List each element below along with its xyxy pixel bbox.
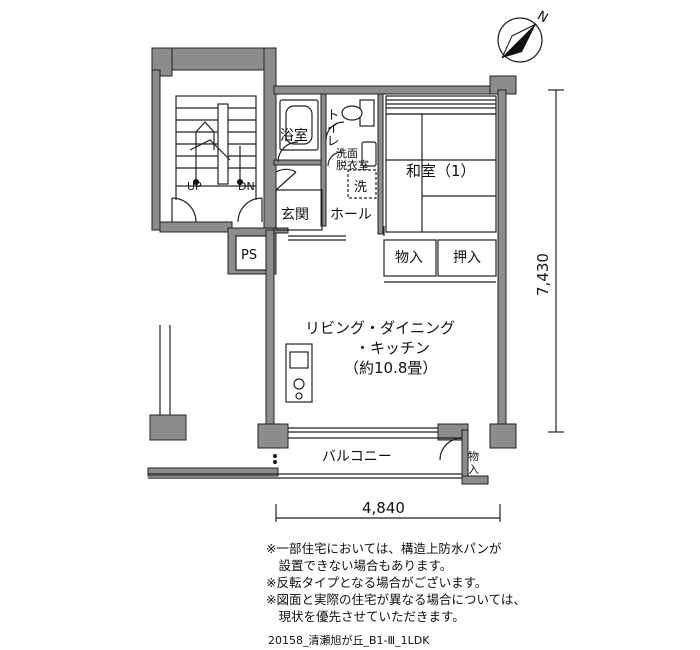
japanese-room-label: 和室（1） [406, 162, 476, 180]
note-line-2: 設置できない場合もあります。 [266, 558, 453, 573]
compass-north-label: N [534, 8, 550, 26]
note-line-3: ※反転タイプとなる場合がございます。 [266, 575, 488, 590]
compass-icon [497, 17, 543, 63]
balcony [148, 325, 463, 479]
dimension-height [548, 89, 564, 433]
toilet-fixture [325, 99, 375, 141]
dimension-height-label: 7,430 [534, 253, 552, 296]
kitchen [285, 343, 313, 403]
dimension-width-label: 4,840 [362, 499, 405, 517]
washroom-label-1: 洗面 [336, 147, 358, 160]
note-line-4: ※図面と実際の住宅が異なる場合については、 [266, 592, 526, 607]
bath-fixture [277, 99, 319, 163]
balcony-storage-label-1: 物 [468, 449, 479, 463]
entrance-label: 玄関 [281, 206, 309, 223]
stair-up-label: UP [187, 180, 202, 193]
note-line-1: ※一部住宅においては、構造上防水パンが [266, 541, 502, 556]
storage-closet [383, 239, 497, 283]
closet-label: 押入 [453, 250, 481, 266]
washer-label: 洗 [354, 180, 367, 195]
walls [147, 47, 517, 485]
hall-label: ホール [330, 207, 372, 223]
japanese-room [383, 95, 497, 236]
living-label-1: リビング・ダイニング [305, 319, 455, 337]
balcony-storage-label-2: 入 [468, 463, 479, 476]
stair-down-label: DN [238, 180, 255, 193]
ps-label: PS [241, 248, 257, 263]
living-label-3: （約10.8畳） [344, 359, 437, 377]
balcony-label: バルコニー [322, 449, 392, 465]
stairs [171, 95, 263, 223]
plan-code: 20158_清瀬旭が丘_B1-Ⅲ_1LDK [268, 634, 430, 647]
entrance-area [275, 168, 346, 241]
washroom-label-2: 脱衣室 [336, 158, 369, 172]
toilet-label: トイレ [324, 108, 339, 147]
dimension-width [275, 504, 501, 522]
washroom-fixtures [327, 141, 377, 199]
note-line-5: 現状を優先させていただきます。 [266, 609, 465, 624]
storage-label: 物入 [395, 250, 423, 266]
bath-label: 浴室 [280, 127, 308, 144]
living-label-2: ・キッチン [355, 339, 430, 357]
